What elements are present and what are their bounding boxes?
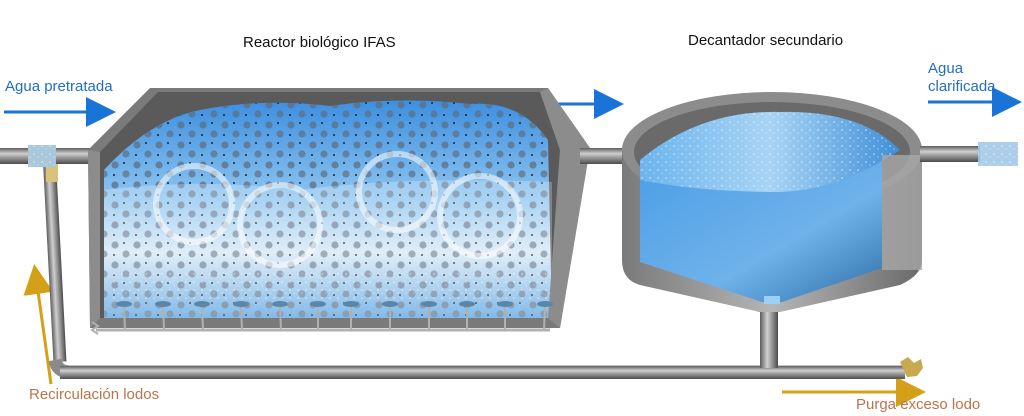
- diffusers: [90, 270, 553, 335]
- recirculation-label: Recirculación lodos: [29, 386, 160, 403]
- reactor-tank: [88, 88, 590, 328]
- settler-title: Decantador secundario: [688, 32, 844, 49]
- reactor-title: Reactor biológico IFAS: [243, 34, 396, 51]
- inlet-pipe: [0, 145, 100, 167]
- outlet-label-line1: Agua: [928, 60, 964, 77]
- inlet-label: Agua pretratada: [5, 78, 113, 95]
- outlet-label-line2: clarificada: [928, 78, 996, 95]
- settler-tank: [622, 92, 922, 368]
- purge-label: Purga exceso lodo: [856, 396, 981, 413]
- connecting-pipe: [580, 148, 630, 164]
- recirculation-arrow: [23, 264, 54, 385]
- outlet-pipe: [920, 142, 1018, 166]
- recirculation-pipe: [43, 160, 923, 379]
